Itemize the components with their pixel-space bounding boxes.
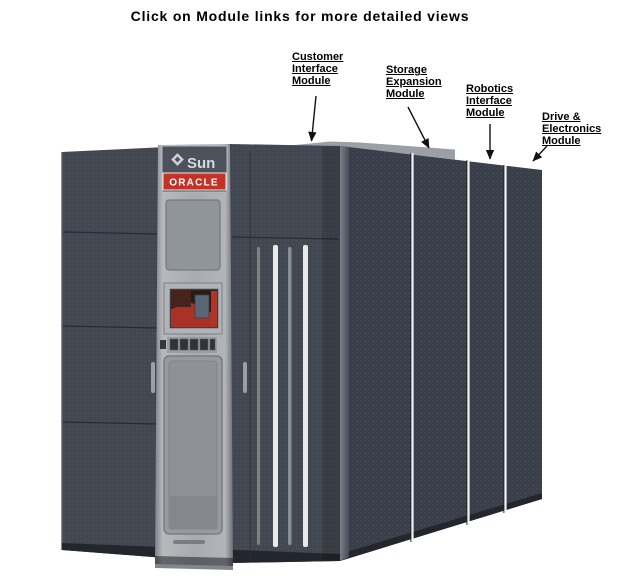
oracle-badge — [162, 172, 227, 191]
column-handle — [173, 540, 205, 544]
sun-wordmark: Sun — [187, 155, 215, 172]
label-line: Robotics — [466, 83, 514, 95]
label-line: Module — [292, 75, 331, 87]
link-drive-electronics-module[interactable]: Drive & Electronics Module — [542, 111, 601, 147]
module-seams — [410, 153, 507, 542]
label-line: Drive & — [542, 111, 581, 123]
lower-recessed-panel — [163, 355, 223, 544]
side-bottom-shadow — [340, 493, 542, 561]
label-line: Storage — [386, 64, 427, 76]
label-line: Module — [542, 135, 581, 147]
vent-stripes — [257, 245, 308, 547]
label-line: Expansion — [386, 76, 442, 88]
right-door-handle — [243, 362, 247, 393]
page-title: Click on Module links for more detailed … — [130, 8, 470, 24]
label-line: Module — [466, 107, 505, 119]
link-customer-interface-module[interactable]: Customer Interface Module — [292, 51, 343, 87]
arrow-drive-electronics — [532, 145, 548, 162]
screen-red-stripe — [211, 291, 217, 327]
link-storage-expansion-module[interactable]: Storage Expansion Module — [386, 64, 442, 100]
arrow-customer-interface — [308, 95, 317, 142]
column-base-shadow — [155, 556, 233, 570]
operator-screen[interactable] — [163, 282, 223, 335]
label-line: Electronics — [542, 123, 602, 135]
screen-red-area — [171, 302, 217, 327]
side-texture — [340, 146, 542, 561]
label-line: Interface — [466, 95, 512, 107]
arrow-storage-expansion — [407, 106, 430, 149]
front-right-shading — [322, 146, 340, 561]
oracle-wordmark: ORACLE — [169, 178, 218, 189]
label-line: Module — [386, 88, 425, 100]
keypad[interactable] — [160, 337, 217, 353]
pointer-arrows — [308, 95, 548, 162]
left-door-handle — [151, 362, 155, 393]
label-line: Interface — [292, 63, 338, 75]
link-robotics-interface-module[interactable]: Robotics Interface Module — [466, 83, 513, 119]
label-line: Customer — [292, 51, 344, 63]
screen-dialog — [194, 294, 210, 319]
logo-panel: Sun ORACLE — [161, 145, 228, 193]
front-corner-highlight — [340, 146, 349, 561]
screen-dark-area — [171, 290, 191, 307]
upper-recessed-panel — [165, 199, 221, 271]
